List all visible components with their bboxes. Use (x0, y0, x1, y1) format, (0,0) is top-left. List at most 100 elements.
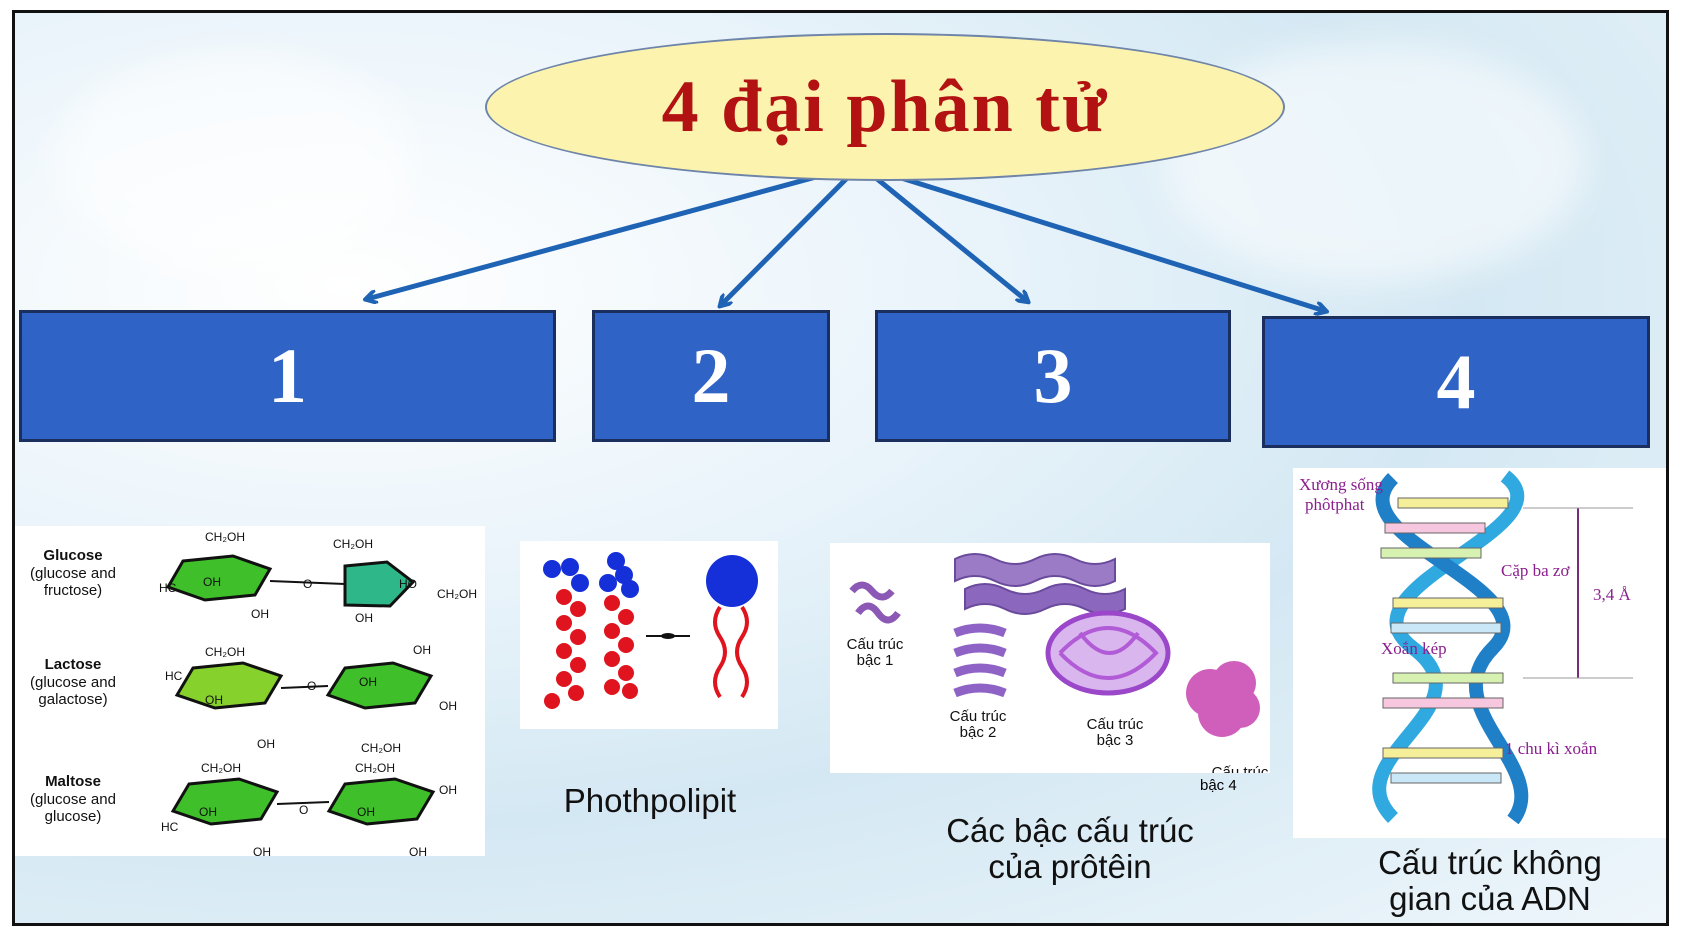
arrow-to-3 (858, 163, 1027, 301)
atom-label: OH (359, 675, 377, 689)
sugar-name: Glucose (43, 547, 102, 564)
sugar-desc: (glucose and (30, 674, 116, 691)
title-oval: 4 đại phân tử (485, 33, 1285, 181)
beta-sheet (954, 553, 1126, 615)
protein-caption-line2: của prôtêin (988, 848, 1152, 885)
atom-label: OH (257, 737, 275, 751)
atom-label: OH (439, 783, 457, 797)
atom-label: CH₂OH (201, 761, 241, 775)
carbohydrate-panel: Glucose (glucose and fructose) CH₂OH CH₂… (15, 526, 485, 859)
phospholipid-panel (520, 541, 778, 729)
dna-helix: 3,4 Å Xương sống phôtphat Cặp ba zơ Xoắn… (1299, 470, 1633, 825)
length-label: 3,4 Å (1593, 585, 1632, 604)
arrows-layer (15, 162, 1669, 926)
sugar-name: Lactose (45, 656, 102, 673)
protein-caption-line1: Các bậc cấu trúc (946, 812, 1194, 849)
fructose-ring (343, 560, 416, 608)
dna-strand-1 (1372, 470, 1525, 823)
glucose-ring (165, 554, 273, 602)
backbone-label: phôtphat (1305, 495, 1365, 514)
protein-structures: Cấu trúc bậc 1 Cấu trúc bậc 2 Cấu trúc b… (847, 553, 1269, 781)
phospholipid-caption: Phothpolipit (563, 782, 737, 819)
atom-label: CH₂OH (333, 537, 373, 551)
atom-label: HC (161, 820, 179, 834)
sugar-name: Maltose (45, 773, 101, 790)
backbone-label: Xương sống (1299, 475, 1383, 494)
fatty-acid-tail (713, 605, 727, 699)
level-label: Cấu trúc (950, 708, 1007, 725)
bond (280, 685, 329, 689)
glucose-ring (325, 661, 434, 710)
slide: 4 đại phân tử 1 2 3 4 Glucose (glucose a… (12, 10, 1669, 926)
arrow-to-1 (367, 162, 861, 299)
primary-structure (849, 581, 901, 624)
arrow-to-4 (859, 162, 1325, 311)
quaternary-structure (1186, 661, 1260, 737)
level-label: bậc 1 (857, 652, 894, 669)
atom-label: OH (253, 845, 271, 856)
box-4[interactable]: 4 (1262, 316, 1650, 448)
galactose-ring (174, 661, 284, 710)
atom-label: O (303, 577, 312, 591)
base-pair-label: Cặp ba zơ (1501, 561, 1570, 580)
phospholipid-drawing (543, 552, 758, 709)
sugar-desc: galactose) (38, 691, 107, 708)
tertiary-loops (1058, 626, 1159, 680)
double-helix-label: Xoắn kép (1381, 639, 1447, 658)
level-label: Cấu trúc (847, 636, 904, 653)
box-1[interactable]: 1 (19, 310, 556, 442)
dna-caption-line2: gian của ADN (1389, 880, 1591, 917)
lipid-tails (544, 589, 638, 709)
sugar-desc: glucose) (45, 808, 102, 825)
atom-label: CH₂OH (205, 645, 245, 659)
atom-label: HO (399, 577, 417, 591)
protein-panel: Cấu trúc bậc 1 Cấu trúc bậc 2 Cấu trúc b… (830, 543, 1270, 781)
atom-label: HC (165, 669, 183, 683)
frost-decoration (55, 53, 415, 273)
bond (269, 580, 346, 585)
sugar-desc: (glucose and (30, 565, 116, 582)
sugar-desc: fructose) (44, 582, 102, 599)
atom-label: OH (439, 699, 457, 713)
sugar-desc: (glucose and (30, 791, 116, 808)
atom-label: CH₂OH (355, 761, 395, 775)
title: 4 đại phân tử (661, 65, 1109, 148)
fatty-acid-tail (735, 605, 749, 699)
equivalence-dot (661, 633, 675, 639)
lipid-heads (543, 552, 639, 598)
cycle-label: 1 chu kì xoắn (1505, 739, 1598, 758)
atom-label: OH (203, 575, 221, 589)
atom-label: OH (355, 611, 373, 625)
protein-caption: Các bậc cấu trúc của prôtêin (920, 813, 1220, 885)
polar-head (706, 555, 758, 607)
glucose-ring (326, 777, 436, 826)
arrow-to-2 (721, 163, 862, 305)
level-label: bậc 3 (1097, 732, 1134, 749)
level-4-suffix: bậc 4 (1200, 777, 1237, 794)
atom-label: OH (251, 607, 269, 621)
level-label: bậc 2 (960, 724, 997, 741)
atom-label: OH (205, 693, 223, 707)
level-label: Cấu trúc (1212, 764, 1269, 773)
dna-caption-line1: Cấu trúc không (1378, 844, 1602, 881)
atom-label: CH₂OH (205, 530, 245, 544)
atom-label: HC (159, 581, 177, 595)
base-pairs (1380, 497, 1509, 784)
atom-label: OH (409, 845, 427, 856)
atom-label: CH₂OH (361, 741, 401, 755)
alpha-helix (953, 623, 1007, 698)
box-2[interactable]: 2 (592, 310, 830, 442)
atom-label: O (299, 803, 308, 817)
level-label: Cấu trúc (1087, 716, 1144, 733)
atom-label: CH₂OH (437, 587, 477, 601)
atom-label: OH (357, 805, 375, 819)
atom-label: O (307, 679, 316, 693)
bond (276, 801, 330, 805)
box-3[interactable]: 3 (875, 310, 1231, 442)
dna-panel: 3,4 Å Xương sống phôtphat Cặp ba zơ Xoắn… (1293, 468, 1666, 838)
sugar-structures: Glucose (glucose and fructose) CH₂OH CH₂… (30, 530, 477, 859)
dna-caption: Cấu trúc không gian của ADN (1330, 845, 1650, 917)
atom-label: OH (199, 805, 217, 819)
atom-label: OH (413, 643, 431, 657)
glucose-ring (170, 777, 280, 826)
